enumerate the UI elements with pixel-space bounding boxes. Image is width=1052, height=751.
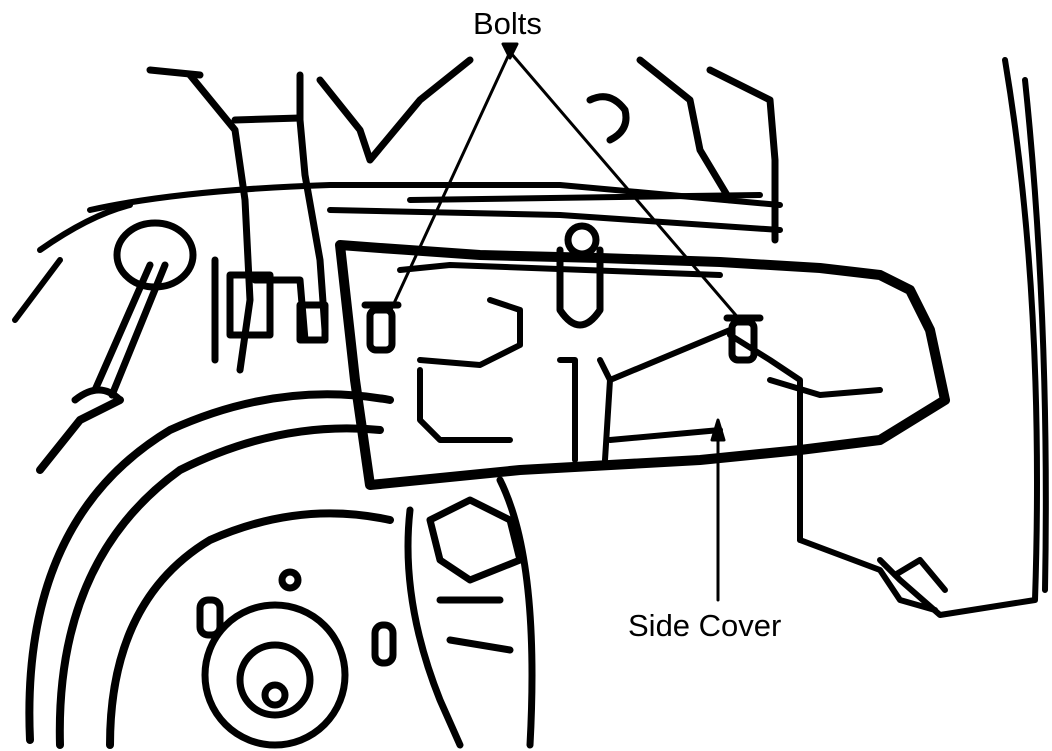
tie-rod xyxy=(71,219,197,404)
bracket-hook xyxy=(556,222,604,329)
steering-knuckle xyxy=(211,256,329,364)
bolt-left xyxy=(361,301,402,354)
side-cover-panel xyxy=(335,240,950,490)
wheel-hub xyxy=(196,568,397,749)
side-cover-leader-line xyxy=(710,418,726,602)
brake-rotor xyxy=(25,390,394,749)
brake-caliper xyxy=(404,476,536,749)
bolts-leader-lines xyxy=(388,42,742,322)
strut-tower xyxy=(146,56,779,374)
side-cover-label: Side Cover xyxy=(628,608,782,643)
bolts-label: Bolts xyxy=(473,6,542,41)
bolt-right xyxy=(723,314,764,364)
frame-rails xyxy=(12,182,783,323)
inner-fender xyxy=(797,57,1049,618)
